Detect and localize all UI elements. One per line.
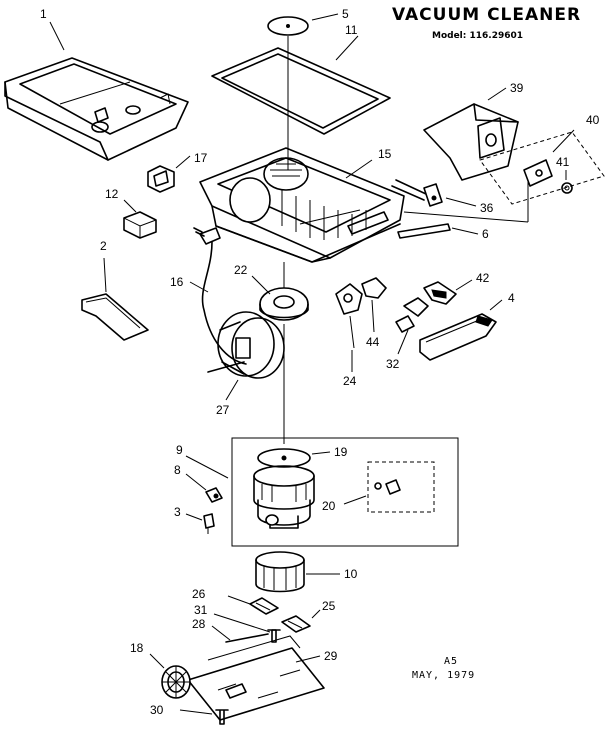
callout-9: 9 <box>176 443 183 457</box>
diagram-title: VACUUM CLEANER <box>392 5 581 25</box>
callout-24: 24 <box>343 374 357 388</box>
callout-8: 8 <box>174 463 181 477</box>
callout-39: 39 <box>510 81 524 95</box>
wheel-bracket-part-24 <box>335 283 363 315</box>
callout-17: 17 <box>194 151 208 165</box>
clip-part-44 <box>361 277 387 299</box>
callout-27: 27 <box>216 403 230 417</box>
callout-1: 1 <box>40 7 47 21</box>
callout-5: 5 <box>342 7 349 21</box>
bumper-part <box>419 313 497 361</box>
callout-32: 32 <box>386 357 400 371</box>
callout-42: 42 <box>476 271 490 285</box>
cord-part <box>193 227 247 365</box>
cord-reel-part <box>207 311 285 379</box>
callout-16: 16 <box>170 275 184 289</box>
ring-part <box>259 287 309 321</box>
callout-18: 18 <box>130 641 144 655</box>
callout-15: 15 <box>378 147 392 161</box>
callout-28: 28 <box>192 617 206 631</box>
plug-part <box>391 179 443 207</box>
brush-holder-part-8 <box>205 487 223 503</box>
clip-part-32 <box>395 297 429 333</box>
screw-part-31 <box>267 629 281 643</box>
model-number: Model: 116.29601 <box>432 31 523 41</box>
callout-11: 11 <box>345 23 358 37</box>
callout-3: 3 <box>174 505 181 519</box>
callout-44: 44 <box>366 335 380 349</box>
callout-36: 36 <box>480 201 494 215</box>
latch-part-25 <box>281 615 311 633</box>
callout-10: 10 <box>344 567 358 581</box>
callout-4: 4 <box>508 291 515 305</box>
motor-part <box>253 465 315 529</box>
filter-disc-part <box>267 16 309 36</box>
callout-12: 12 <box>105 187 119 201</box>
stamp-code: A5 <box>444 656 458 667</box>
callout-40: 40 <box>586 113 600 127</box>
strip-part <box>397 223 451 239</box>
callout-25: 25 <box>322 599 336 613</box>
brush-part-3 <box>203 513 215 534</box>
main-housing-part <box>199 147 405 263</box>
callout-22: 22 <box>234 263 248 277</box>
top-cover-part <box>4 57 189 161</box>
latch-part-42 <box>423 281 457 305</box>
block-part <box>123 211 157 239</box>
stamp-date: MAY, 1979 <box>412 670 475 681</box>
wheel-part <box>161 665 191 699</box>
callout-19: 19 <box>334 445 348 459</box>
callout-31: 31 <box>194 603 208 617</box>
motor-disc-part <box>257 448 311 468</box>
callout-6: 6 <box>482 227 489 241</box>
callout-29: 29 <box>324 649 338 663</box>
switch-part <box>147 165 175 193</box>
screw-part-30 <box>215 709 229 725</box>
screw-part-41 <box>561 182 573 194</box>
bottom-plate-part <box>187 635 325 721</box>
bracket-part <box>81 293 149 341</box>
bag-holder-part <box>423 103 519 181</box>
brush-parts-20 <box>374 479 401 495</box>
callout-20: 20 <box>322 499 336 513</box>
fan-part <box>255 551 305 593</box>
callout-30: 30 <box>150 703 164 717</box>
latch-part-26 <box>249 597 279 615</box>
rod-part-28 <box>225 633 269 643</box>
callout-41: 41 <box>556 155 570 169</box>
callout-2: 2 <box>100 239 107 253</box>
gasket-frame-part <box>211 47 391 135</box>
callout-26: 26 <box>192 587 206 601</box>
